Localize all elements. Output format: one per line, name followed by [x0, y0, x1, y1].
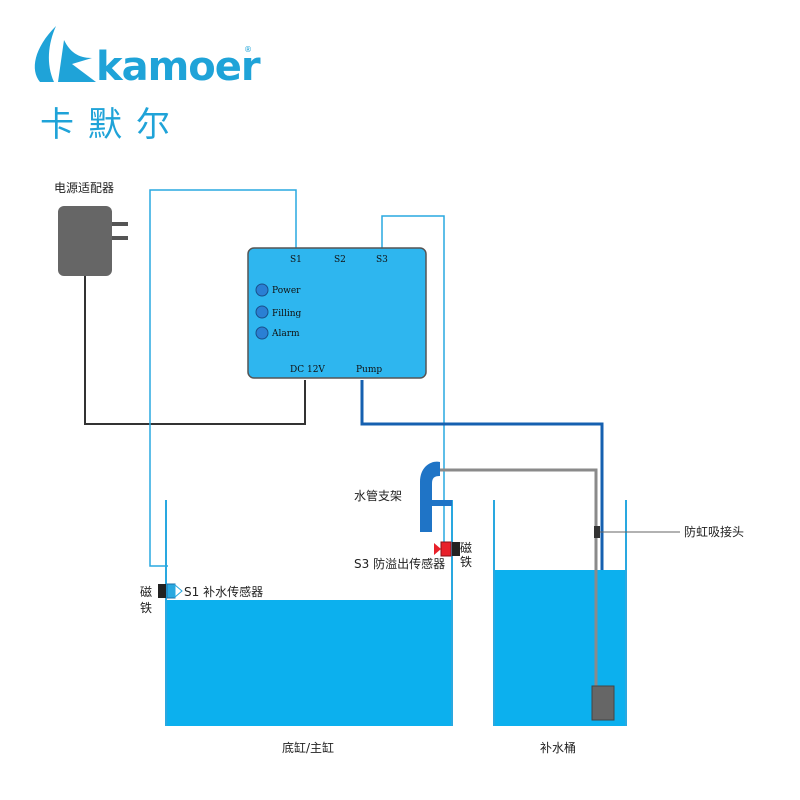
adapter-body — [58, 206, 112, 276]
water-tube — [434, 468, 598, 690]
tube-holder-icon — [420, 461, 452, 532]
power-cable — [84, 276, 306, 425]
right-magnet-icon — [452, 542, 460, 556]
brand-name: kamoer — [96, 44, 261, 90]
adapter-prong-1 — [112, 222, 128, 226]
s3-sensor: 磁 铁 S3 防溢出传感器 — [354, 540, 472, 571]
s3-overflow-sensor-icon — [440, 541, 452, 557]
tube-holder: 水管支架 — [354, 461, 452, 532]
s1-sensor-label: S1 补水传感器 — [184, 584, 263, 599]
brand-name-cn: 卡默尔 — [40, 105, 184, 145]
anti-siphon-connector-icon — [594, 526, 600, 538]
main-tank: 底缸/主缸 — [165, 500, 453, 755]
controller: S1 S2 S3 Power Filling Alarm DC 12V Pump — [247, 247, 427, 379]
pump-icon — [591, 685, 615, 721]
right-magnet-label-1: 磁 — [460, 540, 472, 555]
right-magnet-label-2: 铁 — [460, 555, 472, 569]
registered-mark: ® — [244, 45, 252, 54]
main-tank-water — [166, 600, 452, 726]
logo-drop-icon — [34, 26, 56, 82]
s1-sensor: S1 补水传感器 磁 铁 — [140, 583, 263, 615]
controller-body — [247, 247, 427, 379]
s3-sensor-label: S3 防溢出传感器 — [354, 556, 445, 571]
pump-wire — [360, 380, 604, 688]
alarm-led-icon — [255, 326, 269, 340]
left-magnet-label-2: 铁 — [140, 601, 152, 615]
alarm-led-label: Alarm — [271, 329, 300, 339]
kamoer-logo: kamoer ® 卡默尔 — [34, 26, 262, 145]
left-magnet-icon — [158, 584, 166, 598]
power-led-icon — [255, 283, 269, 297]
port-s3-label: S3 — [376, 255, 388, 265]
adapter-prong-2 — [112, 236, 128, 240]
filling-led-label: Filling — [272, 309, 302, 319]
s3-sensor-arrow-icon — [434, 543, 441, 555]
main-tank-label: 底缸/主缸 — [282, 740, 334, 755]
port-s2-label: S2 — [334, 255, 346, 265]
s1-sensor-wire — [149, 189, 297, 567]
port-pump-label: Pump — [356, 365, 382, 375]
port-s1-label: S1 — [290, 255, 302, 265]
power-led-label: Power — [272, 286, 301, 296]
anti-siphon-label: 防虹吸接头 — [684, 524, 744, 539]
filling-led-icon — [255, 305, 269, 319]
power-adapter-label: 电源适配器 — [54, 181, 114, 195]
s1-float-sensor-icon — [166, 583, 176, 599]
refill-bucket-label: 补水桶 — [540, 740, 576, 755]
port-dc-label: DC 12V — [290, 365, 325, 375]
power-adapter: 电源适配器 — [54, 181, 128, 276]
s1-sensor-arrow-icon — [174, 583, 183, 599]
left-magnet-label-1: 磁 — [140, 584, 152, 599]
logo-k-mark-icon — [58, 40, 96, 82]
s3-sensor-wire — [381, 215, 445, 548]
tube-holder-label: 水管支架 — [354, 488, 402, 503]
